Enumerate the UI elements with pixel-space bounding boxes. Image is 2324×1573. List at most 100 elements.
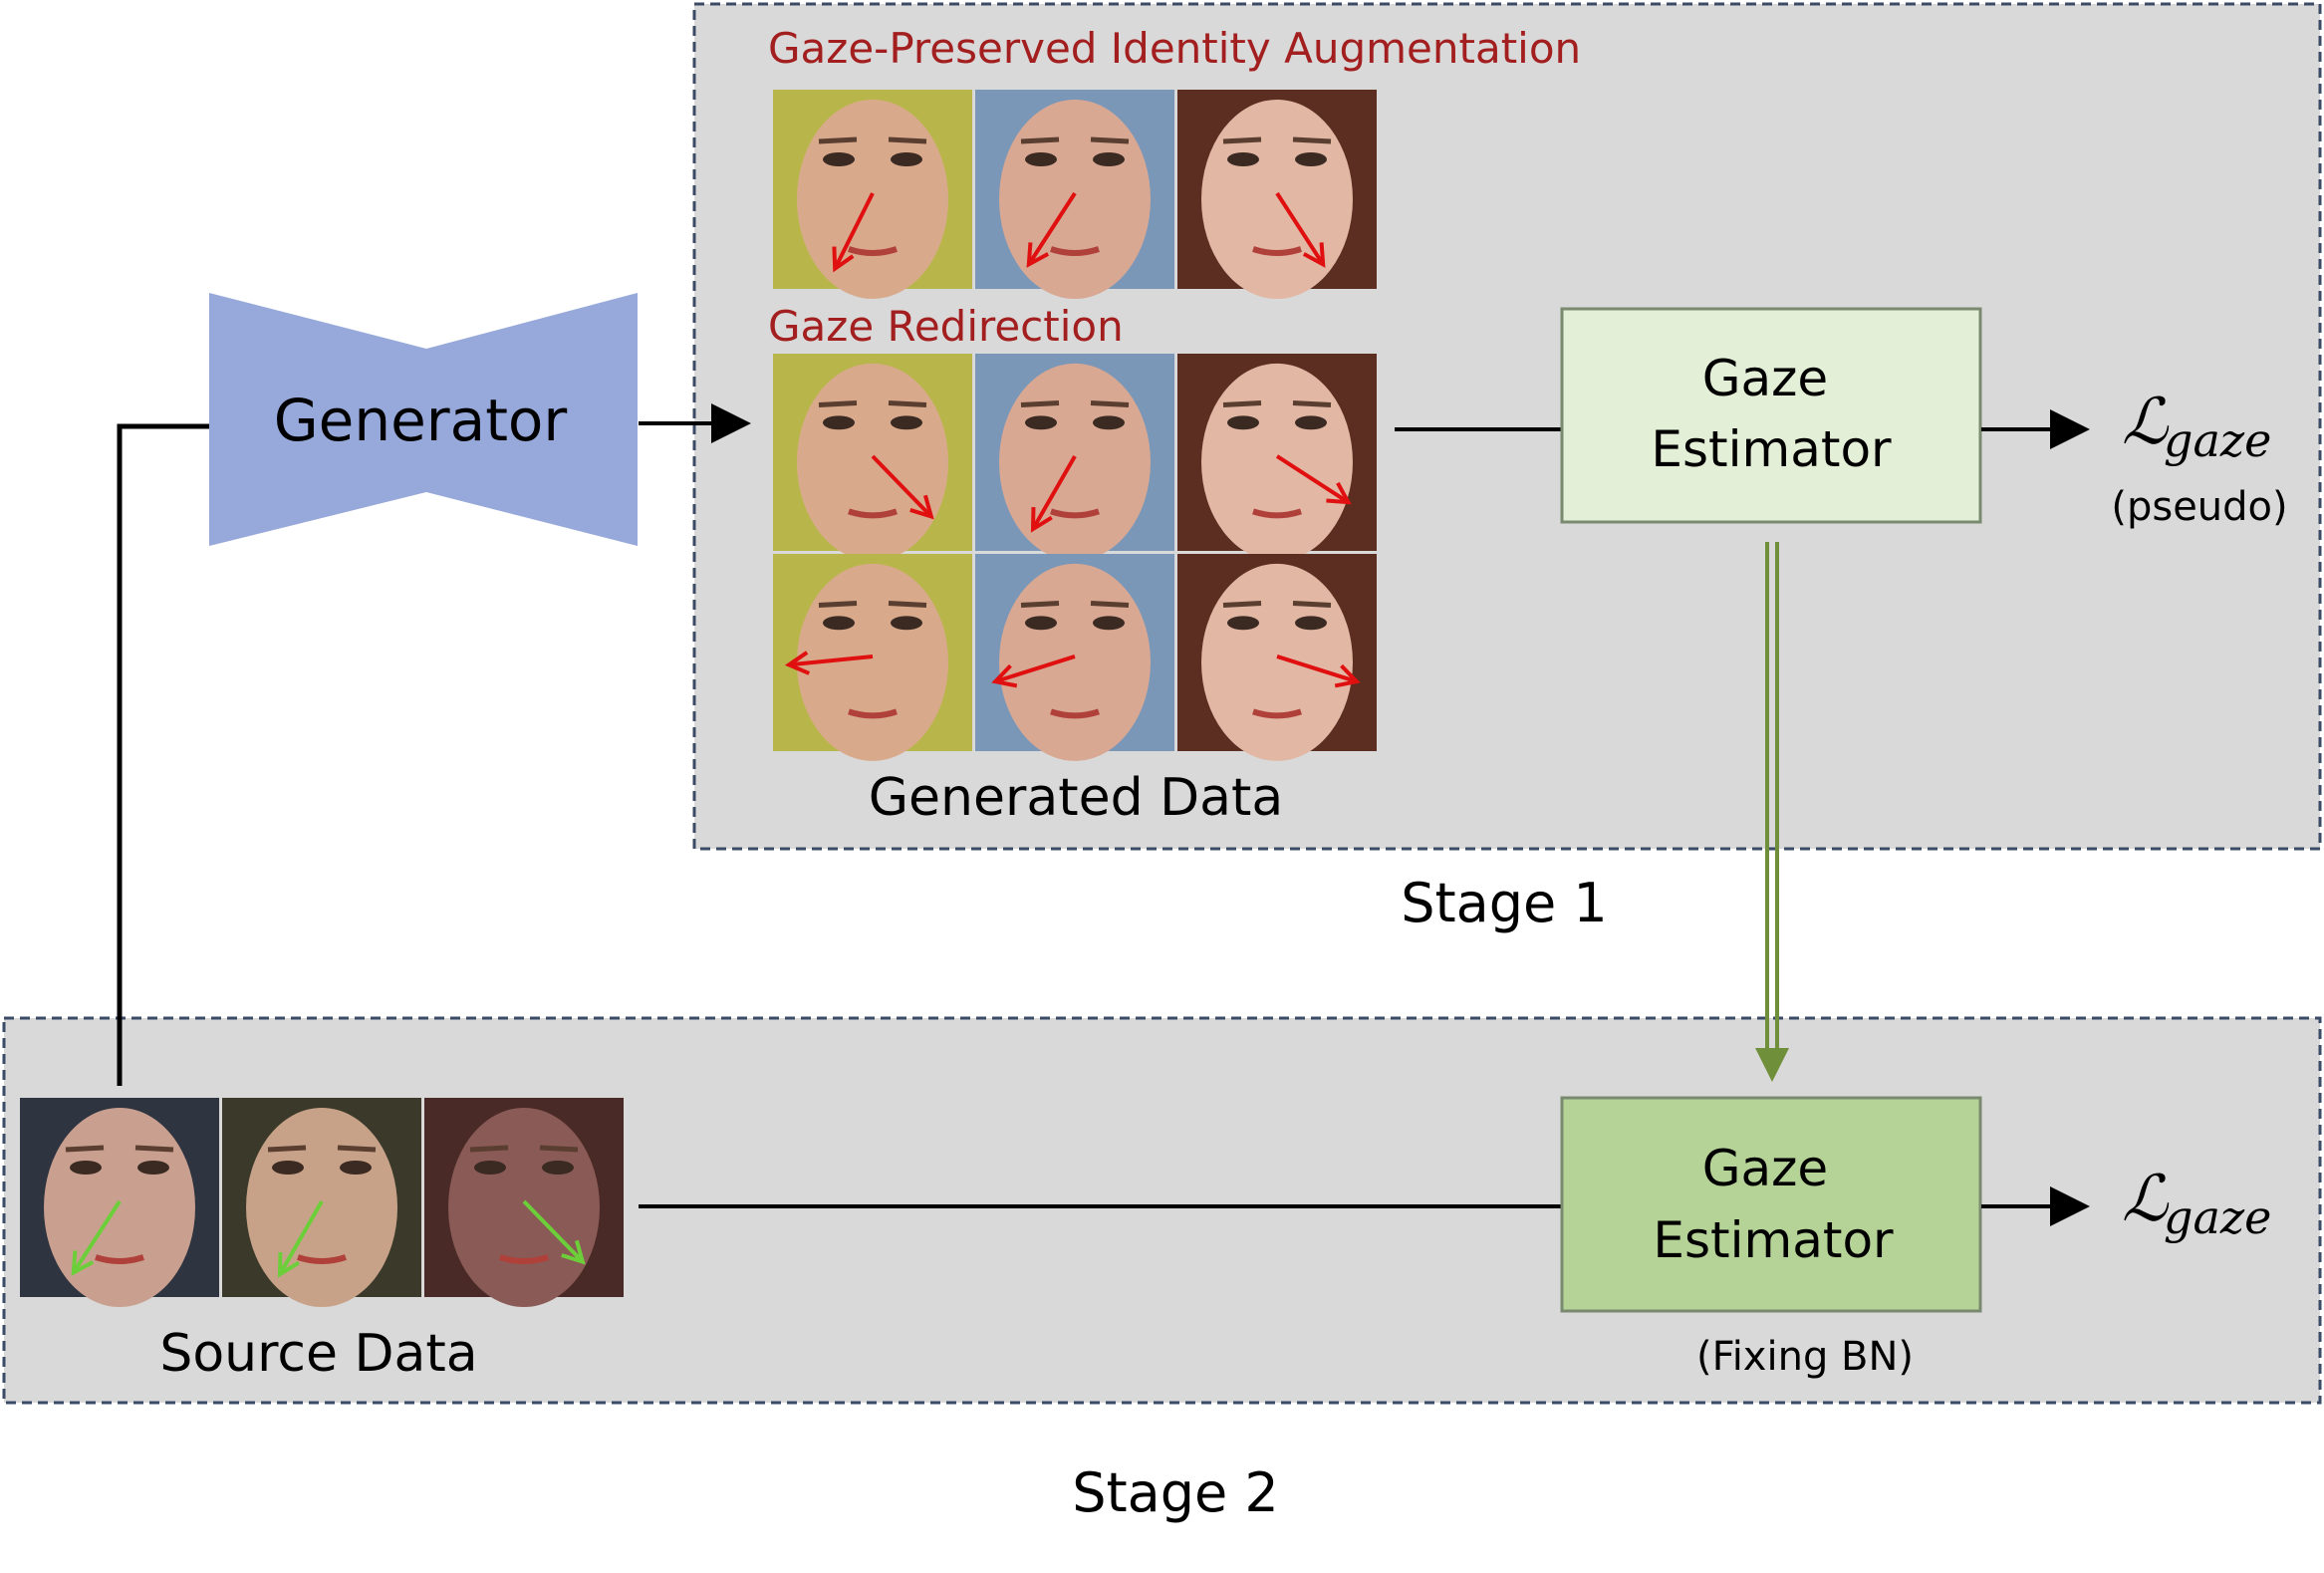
face-man-tile <box>975 90 1174 299</box>
face-skin <box>246 1108 397 1307</box>
gaze-arrow <box>871 454 933 518</box>
augmented-faces-row <box>773 90 1377 299</box>
generator-label: Generator <box>274 387 568 454</box>
generated-data-label: Generated Data <box>869 768 1284 828</box>
eye-left <box>1227 152 1259 166</box>
mouth <box>1050 708 1100 719</box>
face-source-b-tile <box>222 1098 421 1307</box>
eye-right <box>137 1161 169 1175</box>
mouth <box>1252 708 1302 719</box>
face-skin <box>797 100 948 299</box>
face-woman-a-tile <box>773 90 972 299</box>
mouth <box>1050 246 1100 256</box>
face-skin <box>1201 100 1353 299</box>
estimator-top-line1: Gaze <box>1702 350 1828 407</box>
eye-right <box>1295 415 1327 430</box>
eye-right <box>542 1161 574 1175</box>
gaze-arrow <box>72 1199 122 1274</box>
brow-right <box>888 400 927 407</box>
face-skin <box>999 363 1151 561</box>
gaze-arrow <box>788 654 874 667</box>
loss-bottom-subscript: gaze <box>2164 1190 2271 1244</box>
mouth <box>1252 246 1302 256</box>
loss-bottom-symbol: ℒ <box>2122 1163 2170 1236</box>
gaze-arrow-head <box>909 494 934 520</box>
face-skin <box>797 363 948 561</box>
gaze-estimator-stage2 <box>1560 1096 1982 1313</box>
face-skin <box>999 563 1151 761</box>
face-source-a-tile <box>20 1098 219 1307</box>
face-woman-b-tile <box>1177 90 1377 299</box>
face-woman-a-tile <box>773 554 972 761</box>
face-skin <box>999 100 1151 299</box>
brow-left <box>818 136 858 144</box>
mouth <box>848 508 898 519</box>
brow-right <box>539 1145 579 1153</box>
mouth <box>848 708 898 719</box>
face-source-c-tile <box>424 1098 624 1307</box>
stage2-label: Stage 2 <box>1072 1461 1279 1524</box>
gaze-estimator-stage1 <box>1560 307 1982 524</box>
face-man-tile <box>975 354 1174 561</box>
loss-top-note: (pseudo) <box>2111 484 2287 530</box>
gaze-arrow <box>994 655 1076 684</box>
eye-left <box>1025 616 1057 631</box>
gaze-arrow-head <box>832 246 855 273</box>
gaze-arrow-head <box>784 651 811 675</box>
redirected-faces-row-2 <box>773 554 1377 761</box>
eye-left <box>1025 415 1057 430</box>
eye-right <box>340 1161 372 1175</box>
eye-left <box>1227 415 1259 430</box>
source-faces-row <box>20 1098 624 1307</box>
gaze-arrow <box>1275 191 1325 266</box>
eye-right <box>1093 616 1125 631</box>
eye-left <box>823 616 855 631</box>
estimator-bottom-line1: Gaze <box>1702 1140 1828 1197</box>
redirect-title: Gaze Redirection <box>768 302 1124 351</box>
gaze-arrow <box>522 1199 585 1263</box>
brow-right <box>1292 400 1332 407</box>
gaze-arrow-head <box>1302 242 1326 268</box>
brow-right <box>1292 136 1332 144</box>
loss-top-subscript: gaze <box>2164 413 2271 467</box>
face-woman-a-tile <box>773 354 972 561</box>
face-skin <box>44 1108 195 1307</box>
eye-right <box>891 415 922 430</box>
eye-right <box>891 616 922 631</box>
brow-left <box>267 1145 307 1153</box>
brow-right <box>1090 400 1130 407</box>
mouth <box>95 1254 144 1264</box>
brow-left <box>1020 400 1060 407</box>
eye-left <box>272 1161 304 1175</box>
eye-right <box>891 152 922 166</box>
face-woman-b-tile <box>1177 354 1377 561</box>
eye-right <box>1093 152 1125 166</box>
brow-left <box>1222 400 1262 407</box>
gaze-arrow-head <box>1026 242 1050 268</box>
eye-right <box>1295 152 1327 166</box>
stage1-label: Stage 1 <box>1401 872 1608 934</box>
share-arrow-head <box>1755 1048 1789 1082</box>
face-woman-b-tile <box>1177 554 1377 761</box>
eye-left <box>1025 152 1057 166</box>
mouth <box>1050 508 1100 519</box>
loss-top-symbol: ℒ <box>2122 386 2170 459</box>
redirected-faces-row-1 <box>773 354 1377 561</box>
brow-left <box>1222 601 1262 608</box>
brow-right <box>888 601 927 608</box>
gaze-arrow <box>1275 454 1350 504</box>
source-data-label: Source Data <box>159 1324 477 1384</box>
gaze-arrow <box>1276 655 1358 684</box>
gaze-arrow-head <box>1326 481 1352 505</box>
brow-right <box>134 1145 174 1153</box>
eye-right <box>1295 616 1327 631</box>
eye-left <box>823 152 855 166</box>
gaze-arrow-head <box>1334 663 1361 688</box>
eye-left <box>823 415 855 430</box>
face-skin <box>1201 563 1353 761</box>
estimator-bottom-line2: Estimator <box>1653 1211 1894 1269</box>
gaze-arrow <box>278 1200 324 1276</box>
gaze-arrow-head <box>71 1250 95 1276</box>
brow-right <box>888 136 927 144</box>
mouth <box>297 1254 347 1264</box>
